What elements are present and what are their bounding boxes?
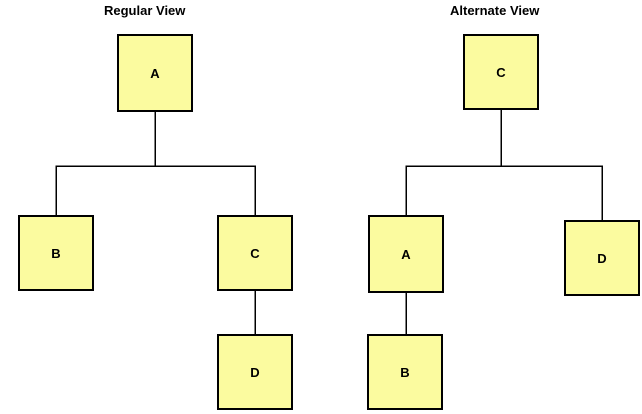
regular-view-title: Regular View <box>104 3 186 18</box>
node-alternate-b: B <box>367 334 443 410</box>
node-alternate-d: D <box>564 220 640 296</box>
node-alternate-c: C <box>463 34 539 110</box>
edge-alternate-c-to-a-d <box>405 165 603 220</box>
node-regular-d: D <box>217 334 293 410</box>
node-regular-c: C <box>217 215 293 291</box>
node-regular-a: A <box>117 34 193 112</box>
alternate-view-title: Alternate View <box>450 3 540 18</box>
node-alternate-a: A <box>368 215 444 293</box>
node-regular-b: B <box>18 215 94 291</box>
edge-regular-a-to-b-c <box>55 165 256 215</box>
